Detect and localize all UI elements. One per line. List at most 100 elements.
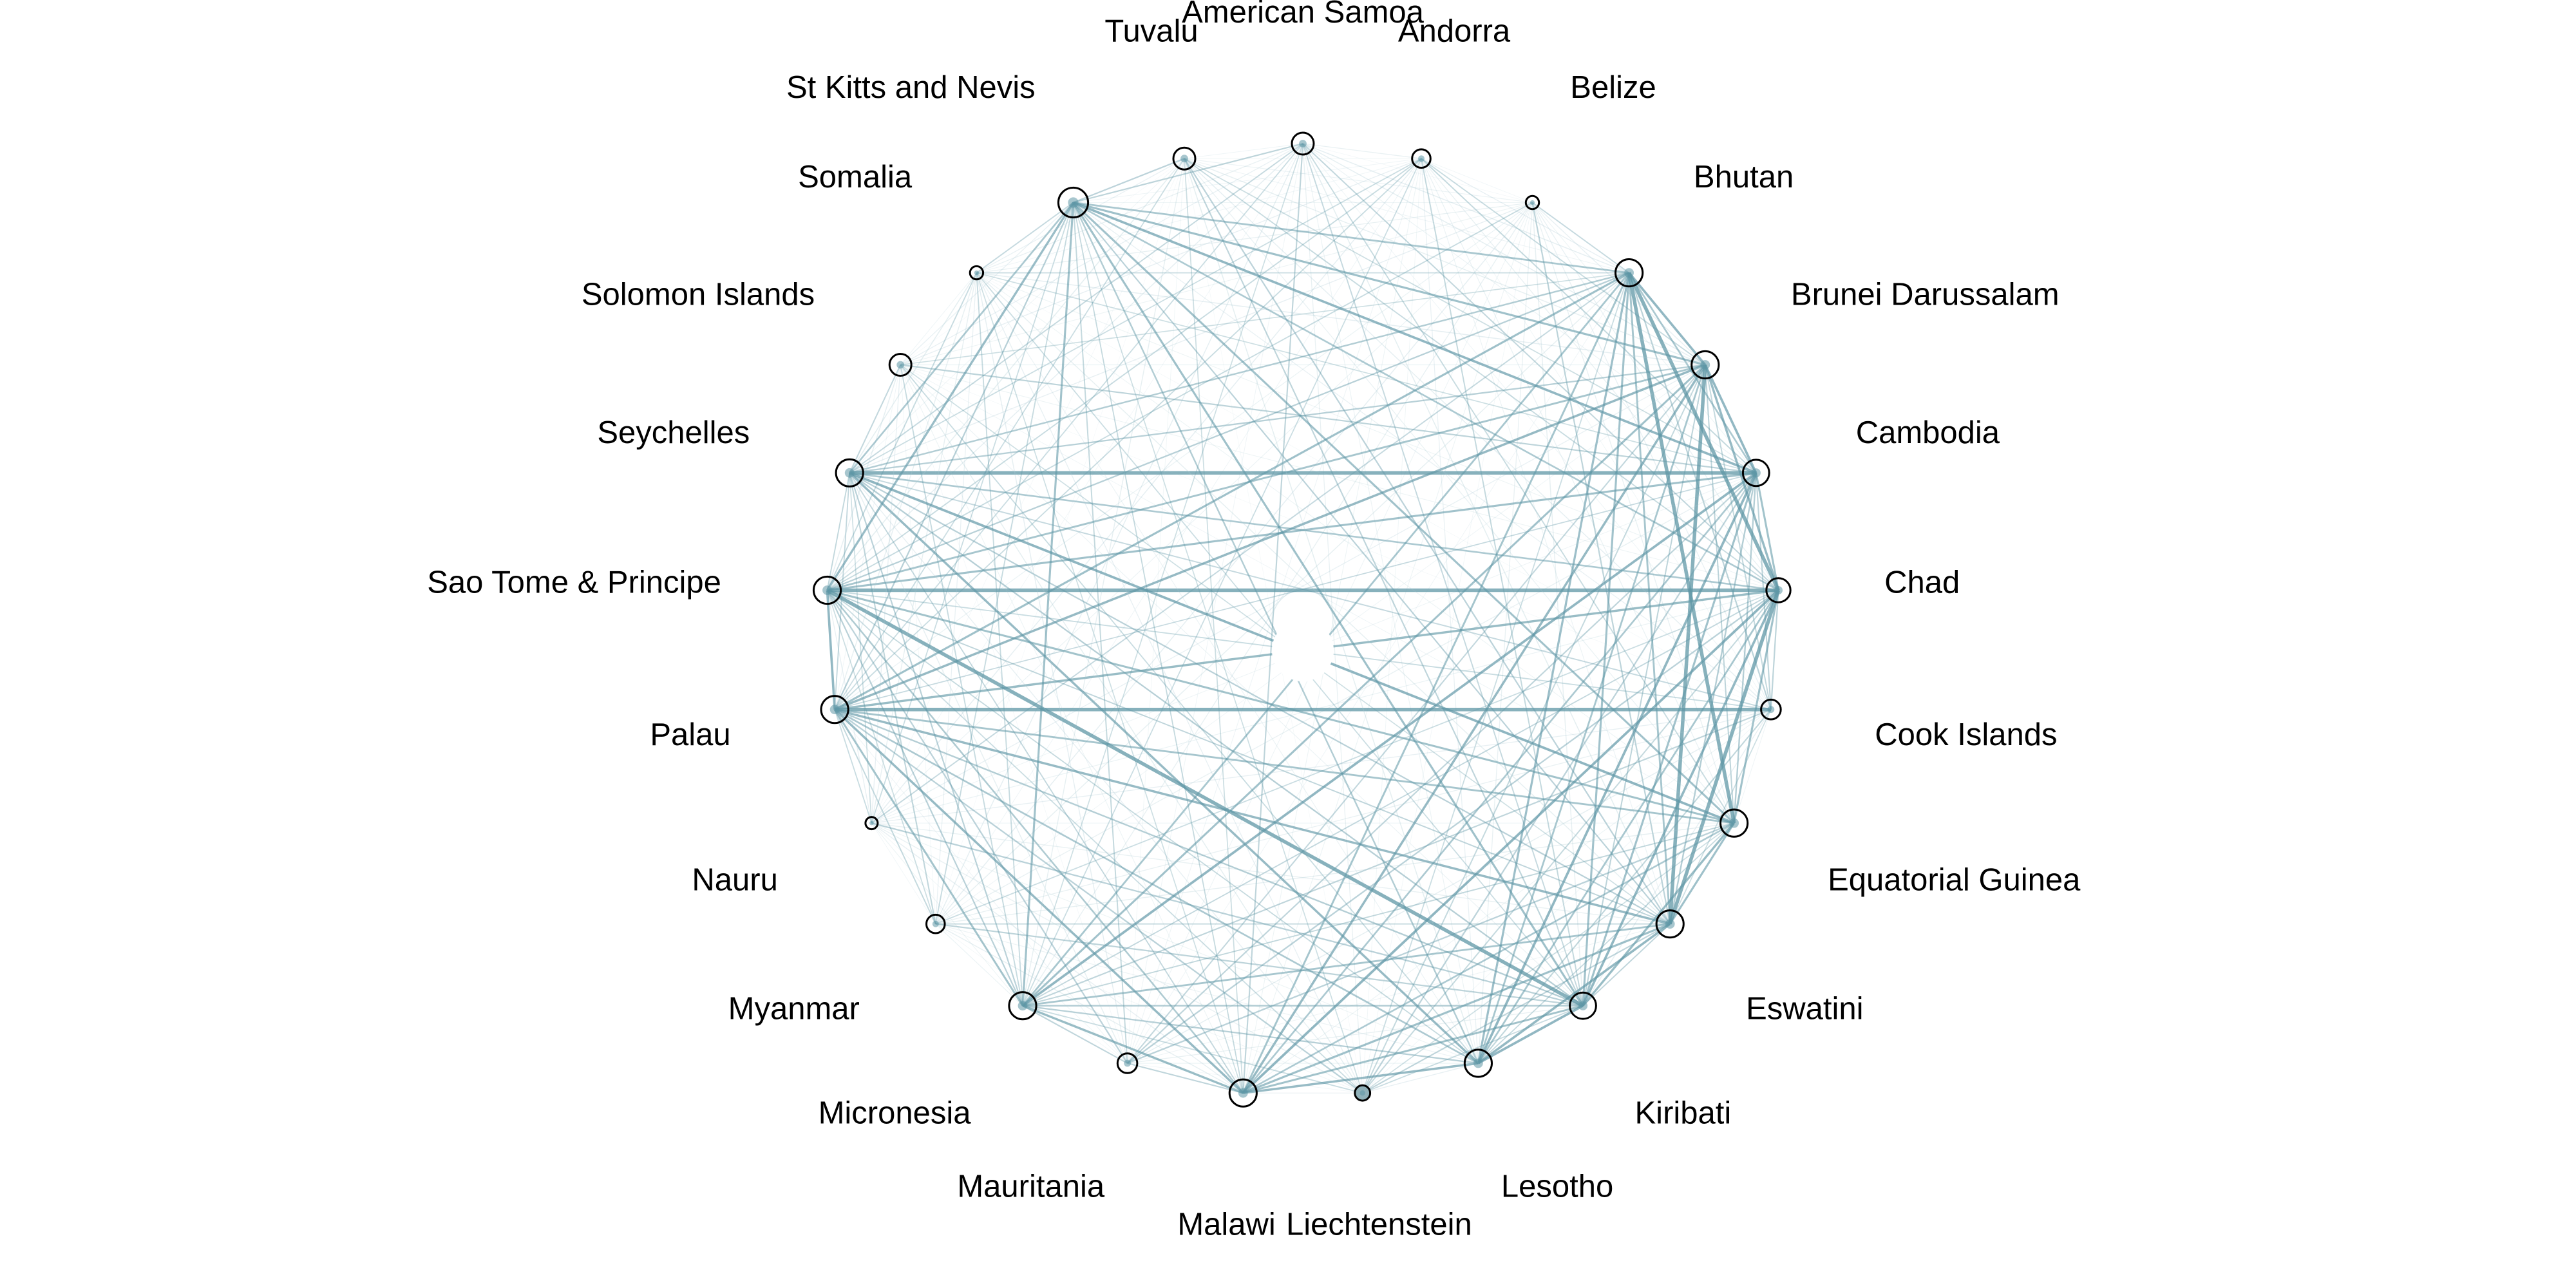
edge-cambodia-somalia xyxy=(976,272,1757,474)
edge-malawi-nauru xyxy=(871,822,1244,1094)
edge-mauritania-nauru xyxy=(871,822,1128,1064)
edge-kiribati-malawi xyxy=(1242,1005,1584,1094)
edge-andorra-somalia xyxy=(976,158,1422,274)
edge-kiribati-sao-tome-and-principe xyxy=(826,589,1584,1008)
node-core-tuvalu xyxy=(1180,155,1188,163)
edge-mauritania-micronesia xyxy=(1022,1005,1128,1064)
edge-chad-st-kitts-and-nevis xyxy=(1072,202,1779,591)
node-sao-tome-and-principe xyxy=(812,575,842,605)
edge-cook-islands-kiribati xyxy=(1582,709,1772,1007)
edge-malawi-palau xyxy=(833,708,1244,1094)
edge-malawi-tuvalu xyxy=(1184,158,1244,1094)
edge-seychelles-somalia xyxy=(849,272,978,473)
node-core-american-samoa xyxy=(1299,140,1307,147)
edge-andorra-bhutan xyxy=(1421,158,1629,274)
edge-belize-cook-islands xyxy=(1531,202,1772,710)
edge-cook-islands-nauru xyxy=(871,709,1771,824)
edge-chad-somalia xyxy=(976,272,1779,591)
label-tuvalu: Tuvalu xyxy=(1104,14,1198,49)
edge-chad-kiribati xyxy=(1582,589,1780,1007)
edge-eswatini-st-kitts-and-nevis xyxy=(1072,202,1671,925)
node-somalia xyxy=(969,265,985,281)
label-eswatini: Eswatini xyxy=(1746,991,1863,1026)
edge-american-samoa-brunei-darussalam xyxy=(1302,143,1706,366)
label-seychelles: Seychelles xyxy=(597,415,750,450)
edge-micronesia-solomon-islands xyxy=(900,365,1023,1006)
edge-kiribati-lesotho xyxy=(1477,1005,1584,1065)
node-micronesia xyxy=(1008,991,1037,1021)
edge-layer xyxy=(826,142,1781,1094)
node-tuvalu xyxy=(1172,146,1197,171)
node-kiribati xyxy=(1569,991,1597,1020)
edge-chad-eswatini xyxy=(1668,589,1781,925)
edge-andorra-seychelles xyxy=(849,158,1422,474)
edge-american-samoa-liechtenstein xyxy=(1302,143,1363,1094)
edge-brunei-darussalam-cambodia xyxy=(1704,364,1757,474)
edge-seychelles-solomon-islands xyxy=(849,365,902,473)
edge-belize-eswatini xyxy=(1531,202,1671,924)
node-cambodia xyxy=(1741,459,1770,488)
edge-cook-islands-tuvalu xyxy=(1184,158,1772,710)
edge-bhutan-brunei-darussalam xyxy=(1628,272,1707,366)
node-core-chad xyxy=(1774,586,1783,594)
edge-liechtenstein-myanmar xyxy=(935,923,1363,1094)
edge-brunei-darussalam-malawi xyxy=(1242,364,1707,1094)
label-brunei-darussalam: Brunei Darussalam xyxy=(1791,278,2060,312)
edge-brunei-darussalam-st-kitts-and-nevis xyxy=(1073,201,1706,366)
edge-belize-lesotho xyxy=(1477,202,1533,1064)
node-core-liechtenstein xyxy=(1359,1090,1365,1096)
edge-palau-st-kitts-and-nevis xyxy=(834,202,1074,710)
edge-kiribati-mauritania xyxy=(1127,1005,1584,1064)
edge-belize-sao-tome-and-principe xyxy=(827,202,1533,591)
node-core-st-kitts-and-nevis xyxy=(1068,197,1079,208)
edge-myanmar-solomon-islands xyxy=(900,365,936,924)
edge-equatorial-guinea-palau xyxy=(834,708,1734,824)
edge-liechtenstein-mauritania xyxy=(1127,1063,1363,1094)
edge-sao-tome-and-principe-st-kitts-and-nevis xyxy=(826,202,1074,591)
node-core-lesotho xyxy=(1473,1058,1483,1068)
edge-kiribati-nauru xyxy=(871,822,1584,1007)
edge-myanmar-st-kitts-and-nevis xyxy=(934,202,1074,924)
edge-liechtenstein-tuvalu xyxy=(1184,158,1363,1094)
edge-cambodia-eswatini xyxy=(1669,473,1757,924)
edge-equatorial-guinea-somalia xyxy=(976,272,1734,824)
edge-somalia-st-kitts-and-nevis xyxy=(976,202,1074,274)
edge-micronesia-seychelles xyxy=(849,472,1024,1007)
edge-lesotho-micronesia xyxy=(1022,1005,1479,1065)
edge-cook-islands-solomon-islands xyxy=(900,365,1772,710)
edge-andorra-mauritania xyxy=(1127,158,1422,1064)
node-st-kitts-and-nevis xyxy=(1057,186,1090,219)
edge-chad-solomon-islands xyxy=(900,364,1779,591)
edge-belize-mauritania xyxy=(1127,202,1533,1064)
edge-bhutan-solomon-islands xyxy=(900,272,1629,366)
edge-liechtenstein-micronesia xyxy=(1022,1005,1363,1094)
edge-american-samoa-seychelles xyxy=(849,143,1303,474)
edge-solomon-islands-st-kitts-and-nevis xyxy=(900,202,1074,365)
edge-american-samoa-micronesia xyxy=(1022,143,1303,1006)
edge-cambodia-st-kitts-and-nevis xyxy=(1072,201,1757,475)
edge-cook-islands-equatorial-guinea xyxy=(1734,709,1772,824)
edge-lesotho-st-kitts-and-nevis xyxy=(1072,202,1479,1064)
node-chad xyxy=(1765,577,1792,603)
label-somalia: Somalia xyxy=(798,160,913,194)
edge-belize-kiribati xyxy=(1531,202,1584,1006)
node-core-equatorial-guinea xyxy=(1729,818,1739,828)
edge-belize-tuvalu xyxy=(1184,158,1533,204)
edge-eswatini-nauru xyxy=(871,822,1671,925)
edge-cambodia-equatorial-guinea xyxy=(1733,473,1757,824)
edge-micronesia-myanmar xyxy=(935,923,1023,1007)
node-core-kiribati xyxy=(1578,1001,1588,1010)
edge-american-samoa-sao-tome-and-principe xyxy=(826,143,1303,591)
node-core-andorra xyxy=(1418,155,1425,162)
edge-liechtenstein-seychelles xyxy=(849,472,1363,1094)
label-malawi: Malawi xyxy=(1177,1208,1275,1242)
edge-bhutan-eswatini xyxy=(1628,272,1671,924)
node-equatorial-guinea xyxy=(1719,808,1749,838)
edge-andorra-malawi xyxy=(1242,158,1422,1094)
node-core-sao-tome-and-principe xyxy=(822,585,832,595)
edge-brunei-darussalam-tuvalu xyxy=(1184,158,1706,366)
label-belize: Belize xyxy=(1570,70,1656,105)
edge-equatorial-guinea-mauritania xyxy=(1127,822,1735,1065)
edge-nauru-tuvalu xyxy=(871,158,1185,824)
edge-lesotho-seychelles xyxy=(849,472,1479,1065)
